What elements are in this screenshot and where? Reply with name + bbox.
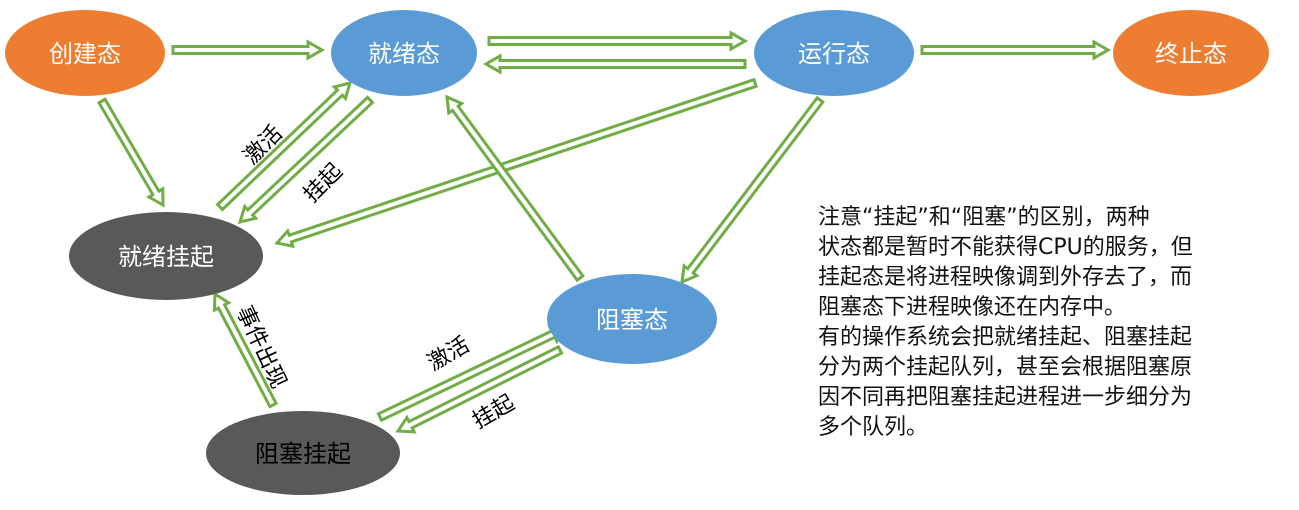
note-line: 状态都是暂时不能获得CPU的服务，但 bbox=[818, 235, 1193, 260]
arrow-blocked-suspended-to-ready-suspended bbox=[212, 291, 279, 409]
arrow-ready-to-running bbox=[487, 30, 749, 52]
label-activate-bottom: 激活 bbox=[423, 333, 474, 377]
node-blocked-suspended-shape bbox=[206, 411, 400, 495]
arrow-created-to-ready bbox=[171, 39, 326, 61]
label-activate-top: 激活 bbox=[239, 121, 288, 170]
node-created: 创建态 bbox=[5, 10, 165, 96]
node-ready-suspended: 就绪挂起 bbox=[69, 212, 263, 300]
arrow-blocked-to-blocked-suspended bbox=[395, 344, 564, 434]
note-line: 分为两个挂起队列，甚至会根据阻塞原 bbox=[818, 355, 1193, 380]
node-ready-label: 就绪态 bbox=[368, 40, 440, 68]
note-line: 有的操作系统会把就绪挂起、阻塞挂起 bbox=[818, 325, 1193, 350]
node-terminated-shape bbox=[1113, 10, 1269, 96]
node-terminated: 终止态 bbox=[1113, 10, 1269, 96]
arrow-running-to-ready bbox=[482, 53, 747, 75]
node-ready: 就绪态 bbox=[331, 10, 477, 96]
note-line: 多个队列。 bbox=[818, 415, 929, 440]
node-blocked-suspended-label: 阻塞挂起 bbox=[255, 440, 351, 468]
node-terminated-label: 终止态 bbox=[1155, 40, 1227, 68]
note-line: 挂起态是将进程映像调到外存去了，而 bbox=[818, 265, 1193, 290]
note-text: 注意“挂起”和“阻塞”的区别，两种 状态都是暂时不能获得CPU的服务，但 挂起态… bbox=[818, 203, 1288, 443]
node-ready-shape bbox=[331, 10, 477, 96]
node-running-shape bbox=[754, 10, 914, 96]
transition-arrows bbox=[96, 30, 1112, 434]
arrow-blocked-to-ready bbox=[445, 94, 585, 283]
arrow-running-to-ready-suspended bbox=[274, 77, 758, 249]
node-ready-suspended-shape bbox=[69, 212, 263, 300]
node-running-label: 运行态 bbox=[798, 40, 870, 68]
note-line: 阻塞态下进程映像还在内存中。 bbox=[818, 295, 1127, 320]
arrow-running-to-terminated bbox=[920, 39, 1112, 61]
node-blocked: 阻塞态 bbox=[547, 274, 717, 364]
node-created-label: 创建态 bbox=[49, 40, 121, 68]
note-line: 因不同再把阻塞挂起进程进一步细分为 bbox=[818, 385, 1193, 410]
node-running: 运行态 bbox=[754, 10, 914, 96]
node-blocked-shape bbox=[547, 274, 717, 364]
note-line: 注意“挂起”和“阻塞”的区别，两种 bbox=[818, 205, 1150, 230]
arrow-ready-suspended-to-ready bbox=[215, 80, 353, 212]
arrow-created-to-ready-suspended bbox=[96, 97, 165, 208]
arrow-running-to-blocked bbox=[680, 95, 825, 285]
node-ready-suspended-label: 就绪挂起 bbox=[118, 243, 214, 271]
arrow-blocked-suspended-to-blocked bbox=[376, 325, 569, 423]
node-created-shape bbox=[5, 10, 165, 96]
node-blocked-suspended: 阻塞挂起 bbox=[206, 411, 400, 495]
arrow-ready-to-ready-suspended bbox=[237, 95, 375, 225]
node-blocked-label: 阻塞态 bbox=[596, 306, 668, 334]
